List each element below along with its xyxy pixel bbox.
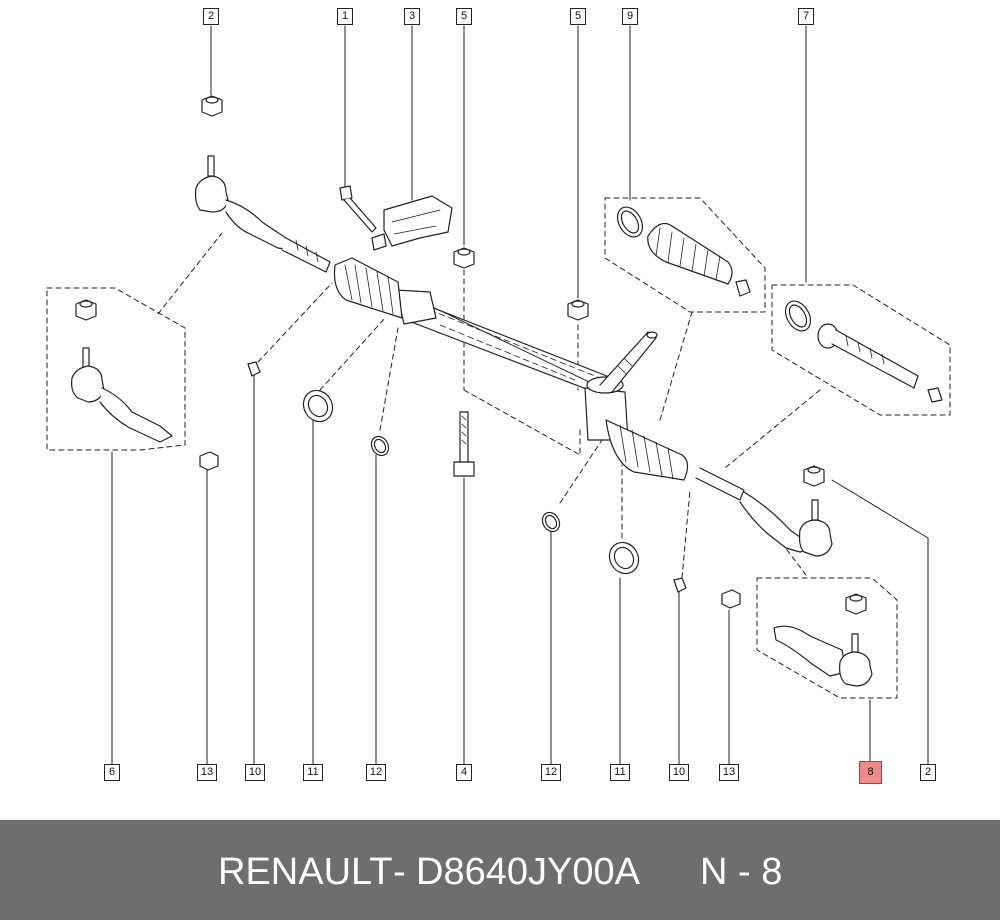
callout-1[interactable]: 1 xyxy=(337,8,353,25)
brand-label: RENAULT xyxy=(218,851,393,893)
position-label: N - 8 xyxy=(700,851,783,893)
callout-2-bottom[interactable]: 2 xyxy=(920,764,936,781)
callout-11-left[interactable]: 11 xyxy=(303,764,323,781)
callout-5-left[interactable]: 5 xyxy=(456,8,472,25)
callout-9[interactable]: 9 xyxy=(622,8,638,25)
small-nut-10-right xyxy=(673,577,687,593)
clamp-11-right xyxy=(608,541,640,575)
callout-12-left[interactable]: 12 xyxy=(366,764,386,781)
nut-top-left xyxy=(201,95,223,117)
left-boot-installed xyxy=(333,257,403,319)
ring-12-right xyxy=(541,511,561,533)
callout-2-top[interactable]: 2 xyxy=(203,8,219,25)
callout-12-right[interactable]: 12 xyxy=(541,764,561,781)
tie-rod-end-8 xyxy=(773,593,873,687)
callout-10-right[interactable]: 10 xyxy=(669,764,689,781)
leader-lines xyxy=(111,25,929,765)
tie-rod-end-right-installed xyxy=(695,465,833,557)
small-nut-13-right xyxy=(721,589,741,609)
small-nut-10-left xyxy=(247,361,261,377)
nut-5-left xyxy=(453,247,475,269)
callout-10-left[interactable]: 10 xyxy=(245,764,265,781)
bolt-4 xyxy=(453,411,475,477)
steering-rack-exploded-diagram: 2 1 3 5 5 9 7 6 13 10 11 12 4 12 11 10 1… xyxy=(46,8,951,784)
right-boot-installed xyxy=(605,419,689,481)
inner-tie-rod-kit-7 xyxy=(784,300,943,403)
ring-12-left xyxy=(370,435,390,457)
nut-5-right xyxy=(567,299,589,321)
clamp-11-left xyxy=(302,389,334,423)
tie-rod-end-6 xyxy=(71,299,173,443)
heat-shield-3 xyxy=(371,195,453,251)
tie-rod-end-left-installed xyxy=(194,155,331,273)
part-number: D8640JY00A xyxy=(416,851,640,893)
callout-8-highlighted[interactable]: 8 xyxy=(859,761,882,784)
group-frames xyxy=(46,197,951,699)
callout-6[interactable]: 6 xyxy=(104,764,120,781)
callout-5-right[interactable]: 5 xyxy=(570,8,586,25)
part-info-footer: RENAULT - D8640JY00A N - 8 xyxy=(0,820,1000,920)
callout-3[interactable]: 3 xyxy=(404,8,420,25)
brand-separator: - xyxy=(393,851,406,893)
callout-7[interactable]: 7 xyxy=(798,8,814,25)
boot-kit-9 xyxy=(616,206,751,297)
callout-4[interactable]: 4 xyxy=(456,764,472,781)
callout-13-left[interactable]: 13 xyxy=(197,764,217,781)
bolt-1 xyxy=(339,185,377,233)
small-nut-13-left xyxy=(199,451,219,471)
callout-13-right[interactable]: 13 xyxy=(719,764,739,781)
callout-11-right[interactable]: 11 xyxy=(610,764,630,781)
dashed-guides xyxy=(157,232,821,579)
